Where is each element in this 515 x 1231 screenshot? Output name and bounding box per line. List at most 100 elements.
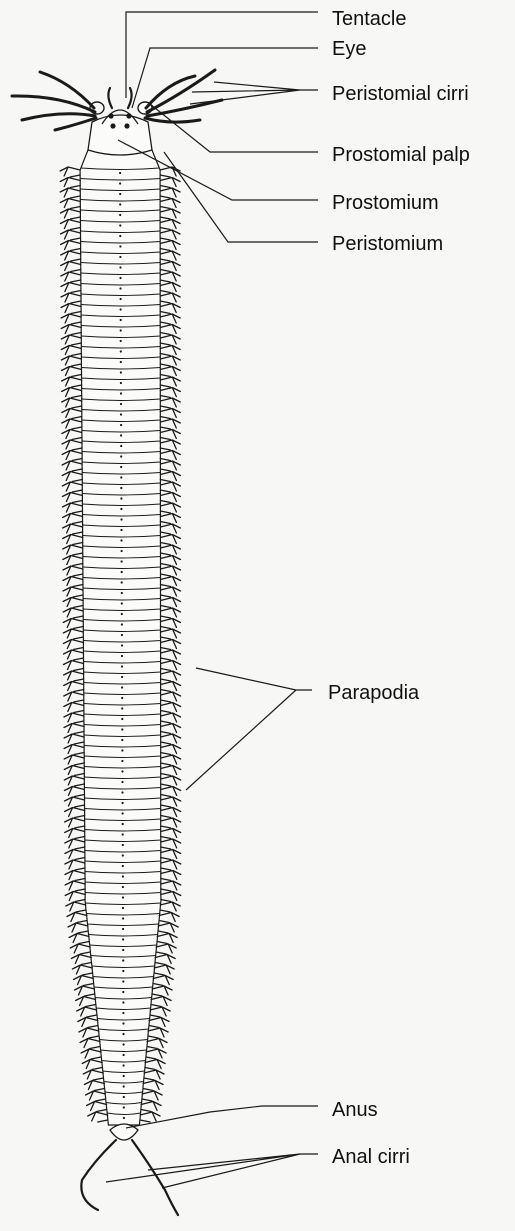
- parapodium-left: [78, 1018, 98, 1028]
- dorsal-dot: [120, 508, 122, 510]
- parapodium-left: [64, 734, 84, 744]
- parapodium-right: [160, 451, 180, 461]
- parapodium-left: [60, 178, 80, 188]
- parapodium-left: [63, 514, 83, 524]
- parapodium-right: [160, 209, 180, 219]
- parapodium-right: [146, 1049, 166, 1059]
- dorsal-dot: [121, 760, 123, 762]
- dorsal-dot: [121, 697, 123, 699]
- parapodium-left: [62, 440, 82, 450]
- dorsal-dot: [119, 203, 121, 205]
- parapodium-right: [161, 787, 181, 797]
- parapodium-right: [156, 944, 176, 954]
- dorsal-dot: [121, 770, 123, 772]
- parapodium-right: [141, 1102, 161, 1112]
- dorsal-dot: [122, 865, 124, 867]
- dorsal-dot: [121, 581, 123, 583]
- parapodium-left: [81, 1049, 101, 1059]
- dorsal-dot: [123, 1043, 125, 1045]
- parapodium-left: [61, 283, 81, 293]
- dorsal-dot: [122, 833, 124, 835]
- parapodium-right: [160, 545, 180, 555]
- parapodium-right: [142, 1091, 162, 1101]
- parapodium-left: [87, 1102, 107, 1112]
- parapodium-left: [63, 524, 83, 534]
- dorsal-dot: [122, 980, 124, 982]
- label-peristomial-cirri: Peristomial cirri: [332, 83, 469, 105]
- parapodium-left: [62, 461, 82, 471]
- parapodium-right: [160, 440, 180, 450]
- parapodium-right: [160, 346, 180, 356]
- dorsal-dot: [121, 644, 123, 646]
- anal-cirrus-left: [81, 1140, 116, 1210]
- parapodium-left: [64, 755, 84, 765]
- parapodium-left: [64, 787, 84, 797]
- dorsal-dot: [119, 235, 121, 237]
- dorsal-dot: [121, 665, 123, 667]
- dorsal-dot: [122, 938, 124, 940]
- label-tentacle: Tentacle: [332, 8, 407, 30]
- parapodium-left: [61, 251, 81, 261]
- parapodium-left: [65, 860, 85, 870]
- parapodium-right: [160, 356, 180, 366]
- dorsal-dot: [119, 256, 121, 258]
- parapodium-left: [63, 619, 83, 629]
- dorsal-dot: [120, 413, 122, 415]
- parapodium-left: [65, 839, 85, 849]
- dorsal-dot: [121, 781, 123, 783]
- dorsal-dot: [123, 1064, 125, 1066]
- parapodium-right: [160, 503, 180, 513]
- parapodium-left: [63, 587, 83, 597]
- parapodium-right: [161, 860, 181, 870]
- parapodium-right: [161, 640, 181, 650]
- parapodium-right: [161, 577, 181, 587]
- parapodium-right: [160, 272, 180, 282]
- dorsal-dot: [122, 970, 124, 972]
- parapodium-left: [63, 535, 83, 545]
- parapodium-left: [86, 1091, 106, 1101]
- parapodium-left: [61, 293, 81, 303]
- parapodium-left: [62, 388, 82, 398]
- parapodium-right: [161, 745, 181, 755]
- parapodium-right: [161, 650, 181, 660]
- parapodium-right: [160, 514, 180, 524]
- dorsal-dot: [120, 371, 122, 373]
- parapodium-left: [72, 965, 92, 975]
- parapodium-left: [65, 850, 85, 860]
- parapodium-right: [161, 629, 181, 639]
- parapodium-right: [161, 766, 181, 776]
- parapodium-left: [61, 241, 81, 251]
- dorsal-dot: [121, 739, 123, 741]
- dorsal-dot: [122, 907, 124, 909]
- parapodium-left: [65, 881, 85, 891]
- dorsal-dot: [120, 455, 122, 457]
- parapodium-right: [160, 461, 180, 471]
- dorsal-dot: [121, 592, 123, 594]
- parapodium-right: [160, 167, 180, 177]
- parapodium-left: [61, 304, 81, 314]
- parapodium-left: [61, 230, 81, 240]
- label-peristomium: Peristomium: [332, 233, 443, 255]
- parapodium-left: [62, 451, 82, 461]
- dorsal-dot: [120, 340, 122, 342]
- parapodium-left: [60, 188, 80, 198]
- parapodium-right: [160, 325, 180, 335]
- parapodium-left: [65, 892, 85, 902]
- parapodium-right: [148, 1028, 168, 1038]
- dorsal-dot: [120, 529, 122, 531]
- parapodium-right: [160, 335, 180, 345]
- parapodium-left: [61, 262, 81, 272]
- parapodium-left: [82, 1060, 102, 1070]
- dorsal-dot: [122, 991, 124, 993]
- parapodium-left: [68, 923, 88, 933]
- dorsal-dot: [120, 350, 122, 352]
- parapodium-left: [83, 1070, 103, 1080]
- parapodium-left: [65, 818, 85, 828]
- dorsal-dot: [120, 361, 122, 363]
- dorsal-dot: [121, 686, 123, 688]
- parapodium-right: [157, 934, 177, 944]
- dorsal-dot: [121, 718, 123, 720]
- parapodium-left: [65, 871, 85, 881]
- tentacle-left: [108, 88, 112, 108]
